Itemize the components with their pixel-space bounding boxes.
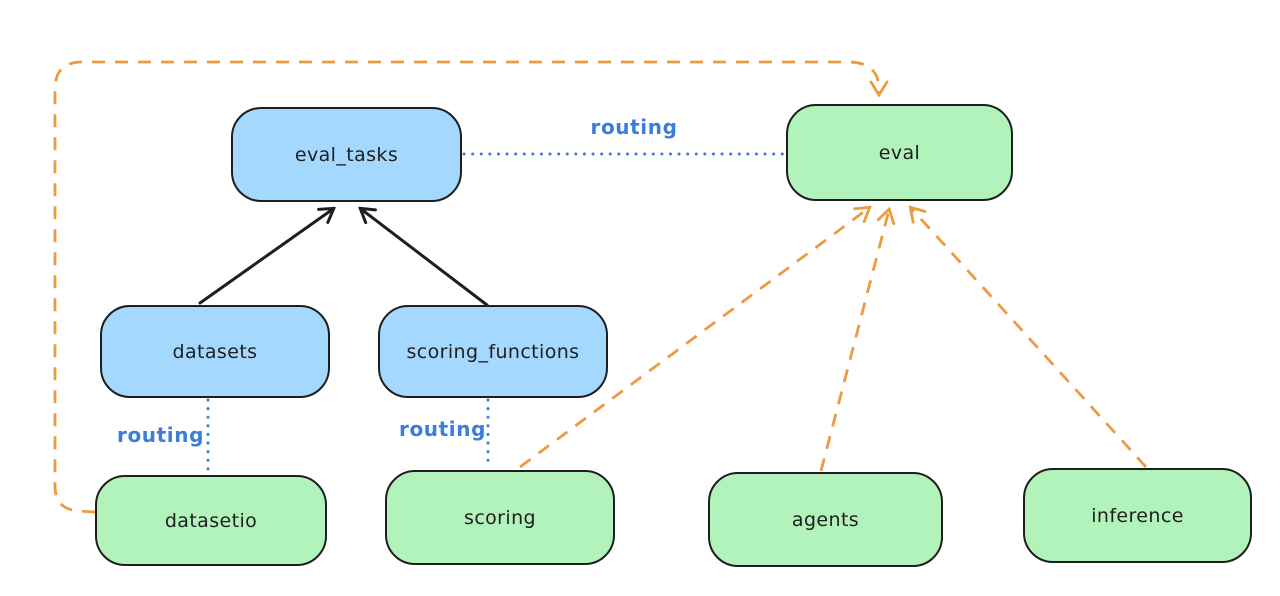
node-datasets: datasets <box>100 305 330 398</box>
node-label: scoring <box>464 506 536 529</box>
node-label: eval_tasks <box>294 143 399 166</box>
node-datasetio: datasetio <box>95 475 327 566</box>
node-label: datasetio <box>164 509 258 532</box>
node-label: agents <box>791 508 860 531</box>
edge-scoring-functions-to-eval-tasks <box>361 209 489 307</box>
edge-agents-to-eval <box>819 210 889 472</box>
edge-datasets-to-eval-tasks <box>198 209 333 305</box>
edge-label-routing-scoring: routing <box>399 417 487 441</box>
node-eval: eval <box>786 104 1013 201</box>
node-eval-tasks: eval_tasks <box>231 107 462 202</box>
node-scoring-functions: scoring_functions <box>378 305 608 398</box>
node-label: eval <box>878 141 921 164</box>
node-scoring: scoring <box>385 470 615 565</box>
node-agents: agents <box>708 472 943 567</box>
edge-inference-to-eval <box>911 208 1148 468</box>
edge-label-routing-eval: routing <box>590 115 678 139</box>
node-label: inference <box>1091 504 1184 527</box>
edge-label-routing-datasetio: routing <box>117 423 205 447</box>
edge-scoring-to-eval <box>519 208 869 469</box>
node-label: scoring_functions <box>406 340 580 363</box>
node-label: datasets <box>172 340 258 363</box>
edge-datasetio-to-eval <box>53 60 879 514</box>
node-inference: inference <box>1023 468 1252 563</box>
